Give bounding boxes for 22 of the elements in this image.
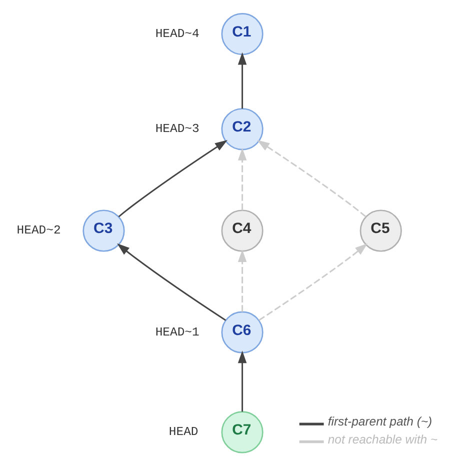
arrow (238, 350, 247, 412)
node-label: HEAD~3 (155, 122, 200, 136)
node-label: HEAD~4 (155, 27, 200, 42)
arrow (118, 140, 228, 218)
node-label: HEAD (168, 425, 198, 440)
node-label: HEAD~2 (16, 224, 61, 238)
node-circle: C2 (221, 108, 264, 150)
arrow (238, 52, 247, 109)
legend-label: first-parent path (~) (328, 414, 432, 429)
node-circle: C3 (82, 210, 125, 252)
legend-label: not reachable with ~ (328, 432, 438, 446)
arrow (238, 148, 247, 210)
node-label: HEAD~1 (155, 325, 200, 340)
arrow (117, 243, 226, 321)
node-circle: C5 (360, 210, 402, 252)
arrow (258, 243, 368, 321)
node-circle: C7 (221, 411, 264, 454)
arrow (257, 140, 366, 218)
node-circle: C4 (221, 210, 264, 252)
node-circle: C1 (221, 13, 264, 56)
node-circle: C6 (221, 311, 264, 354)
arrow (238, 250, 247, 312)
